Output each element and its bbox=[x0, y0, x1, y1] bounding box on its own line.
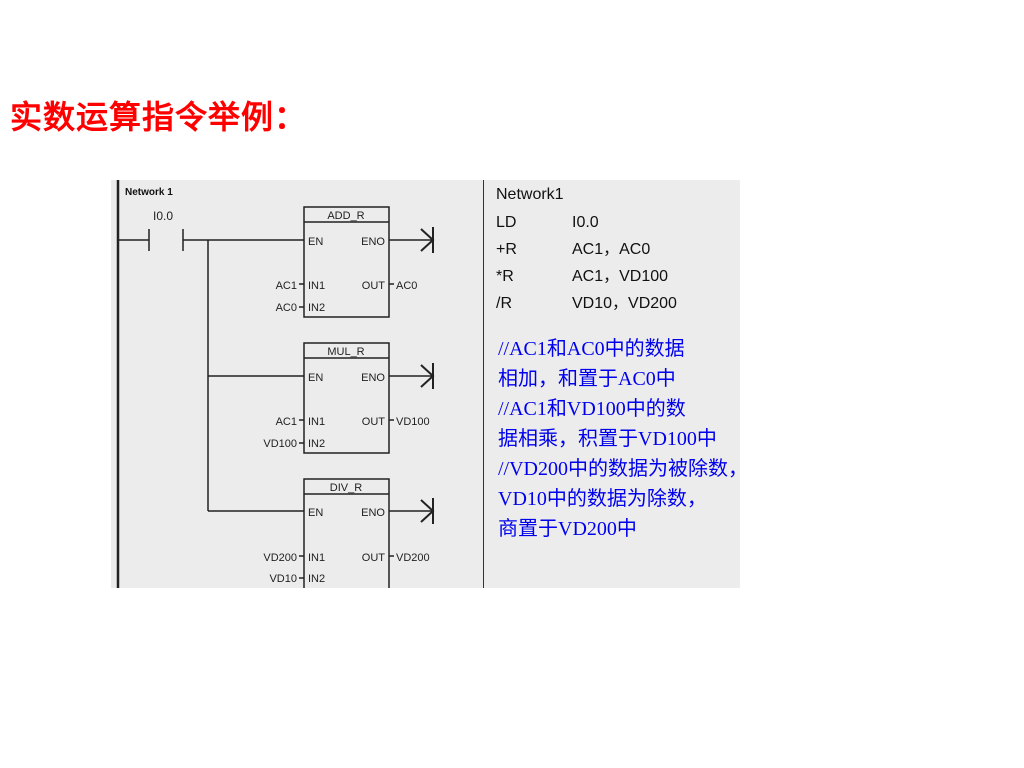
pin-eno: ENO bbox=[361, 507, 385, 519]
comment-line: //AC1和AC0中的数据 bbox=[498, 338, 685, 360]
comment-block: //AC1和AC0中的数据 相加，和置于AC0中 //AC1和VD100中的数 … bbox=[498, 334, 748, 544]
in2-operand: VD100 bbox=[263, 438, 297, 450]
stl-line: /R VD10，VD200 bbox=[496, 294, 677, 314]
pin-in2: IN2 bbox=[308, 302, 325, 314]
pin-in1: IN1 bbox=[308, 280, 325, 292]
box-name: MUL_R bbox=[327, 346, 364, 358]
in1-operand: AC1 bbox=[276, 280, 297, 292]
network-label: Network 1 bbox=[125, 187, 173, 198]
in2-operand: VD10 bbox=[269, 573, 297, 585]
in2-operand: AC0 bbox=[276, 302, 297, 314]
stl-line: LD I0.0 bbox=[496, 213, 599, 233]
out-operand: AC0 bbox=[396, 280, 417, 292]
pin-en: EN bbox=[308, 236, 323, 248]
comment-line: 相加，和置于AC0中 bbox=[498, 368, 676, 390]
box-name: DIV_R bbox=[330, 482, 362, 494]
stl-header: Network1 bbox=[496, 186, 564, 203]
pin-en: EN bbox=[308, 372, 323, 384]
stl-op: +R bbox=[496, 241, 517, 258]
pin-in1: IN1 bbox=[308, 416, 325, 428]
pin-in2: IN2 bbox=[308, 438, 325, 450]
pin-out: OUT bbox=[362, 416, 386, 428]
output-arrow-icon bbox=[420, 227, 435, 253]
comment-line: 据相乘，积置于VD100中 bbox=[498, 428, 717, 450]
stl-op: /R bbox=[496, 295, 512, 312]
pin-en: EN bbox=[308, 507, 323, 519]
div-r-box: DIV_R EN ENO IN1 IN2 OUT VD200 VD10 VD20… bbox=[263, 478, 435, 588]
pin-out: OUT bbox=[362, 280, 386, 292]
pin-out: OUT bbox=[362, 552, 386, 564]
stl-line: *R AC1，VD100 bbox=[496, 267, 668, 287]
stl-line: +R AC1，AC0 bbox=[496, 240, 650, 260]
pin-in2: IN2 bbox=[308, 573, 325, 585]
panel-divider bbox=[483, 180, 484, 588]
output-arrow-icon bbox=[420, 498, 435, 524]
mul-r-box: MUL_R EN ENO IN1 IN2 OUT AC1 VD100 VD100 bbox=[263, 342, 435, 454]
comment-line: //VD200中的数据为被除数， bbox=[498, 458, 748, 480]
in1-operand: VD200 bbox=[263, 552, 297, 564]
stl-op: *R bbox=[496, 268, 514, 285]
contact-label: I0.0 bbox=[153, 209, 173, 223]
stl-op: LD bbox=[496, 214, 517, 231]
ladder-diagram: Network 1 I0.0 ADD_R EN ENO IN1 IN2 OUT bbox=[116, 180, 435, 588]
stl-arg: AC1，AC0 bbox=[572, 241, 651, 258]
pin-in1: IN1 bbox=[308, 552, 325, 564]
pin-eno: ENO bbox=[361, 372, 385, 384]
ladder-diagram-panel: Network 1 I0.0 ADD_R EN ENO IN1 IN2 OUT bbox=[111, 180, 484, 588]
stl-arg: I0.0 bbox=[572, 214, 599, 231]
out-operand: VD100 bbox=[396, 416, 430, 428]
page-title: 实数运算指令举例： bbox=[10, 98, 308, 136]
stl-code-panel: Network1 LD I0.0 +R AC1，AC0 *R AC1，VD100 /R… bbox=[484, 180, 740, 588]
comment-line: //AC1和VD100中的数 bbox=[498, 398, 686, 420]
box-name: ADD_R bbox=[327, 210, 364, 222]
stl-arg: VD10，VD200 bbox=[572, 295, 677, 312]
stl-arg: AC1，VD100 bbox=[572, 268, 669, 285]
pin-eno: ENO bbox=[361, 236, 385, 248]
comment-line: 商置于VD200中 bbox=[498, 518, 637, 540]
normally-open-contact-icon bbox=[118, 229, 304, 251]
comment-line: VD10中的数据为除数， bbox=[498, 488, 707, 510]
in1-operand: AC1 bbox=[276, 416, 297, 428]
add-r-box: ADD_R EN ENO IN1 IN2 OUT AC1 AC0 AC0 bbox=[276, 206, 435, 318]
output-arrow-icon bbox=[420, 363, 435, 389]
out-operand: VD200 bbox=[396, 552, 430, 564]
